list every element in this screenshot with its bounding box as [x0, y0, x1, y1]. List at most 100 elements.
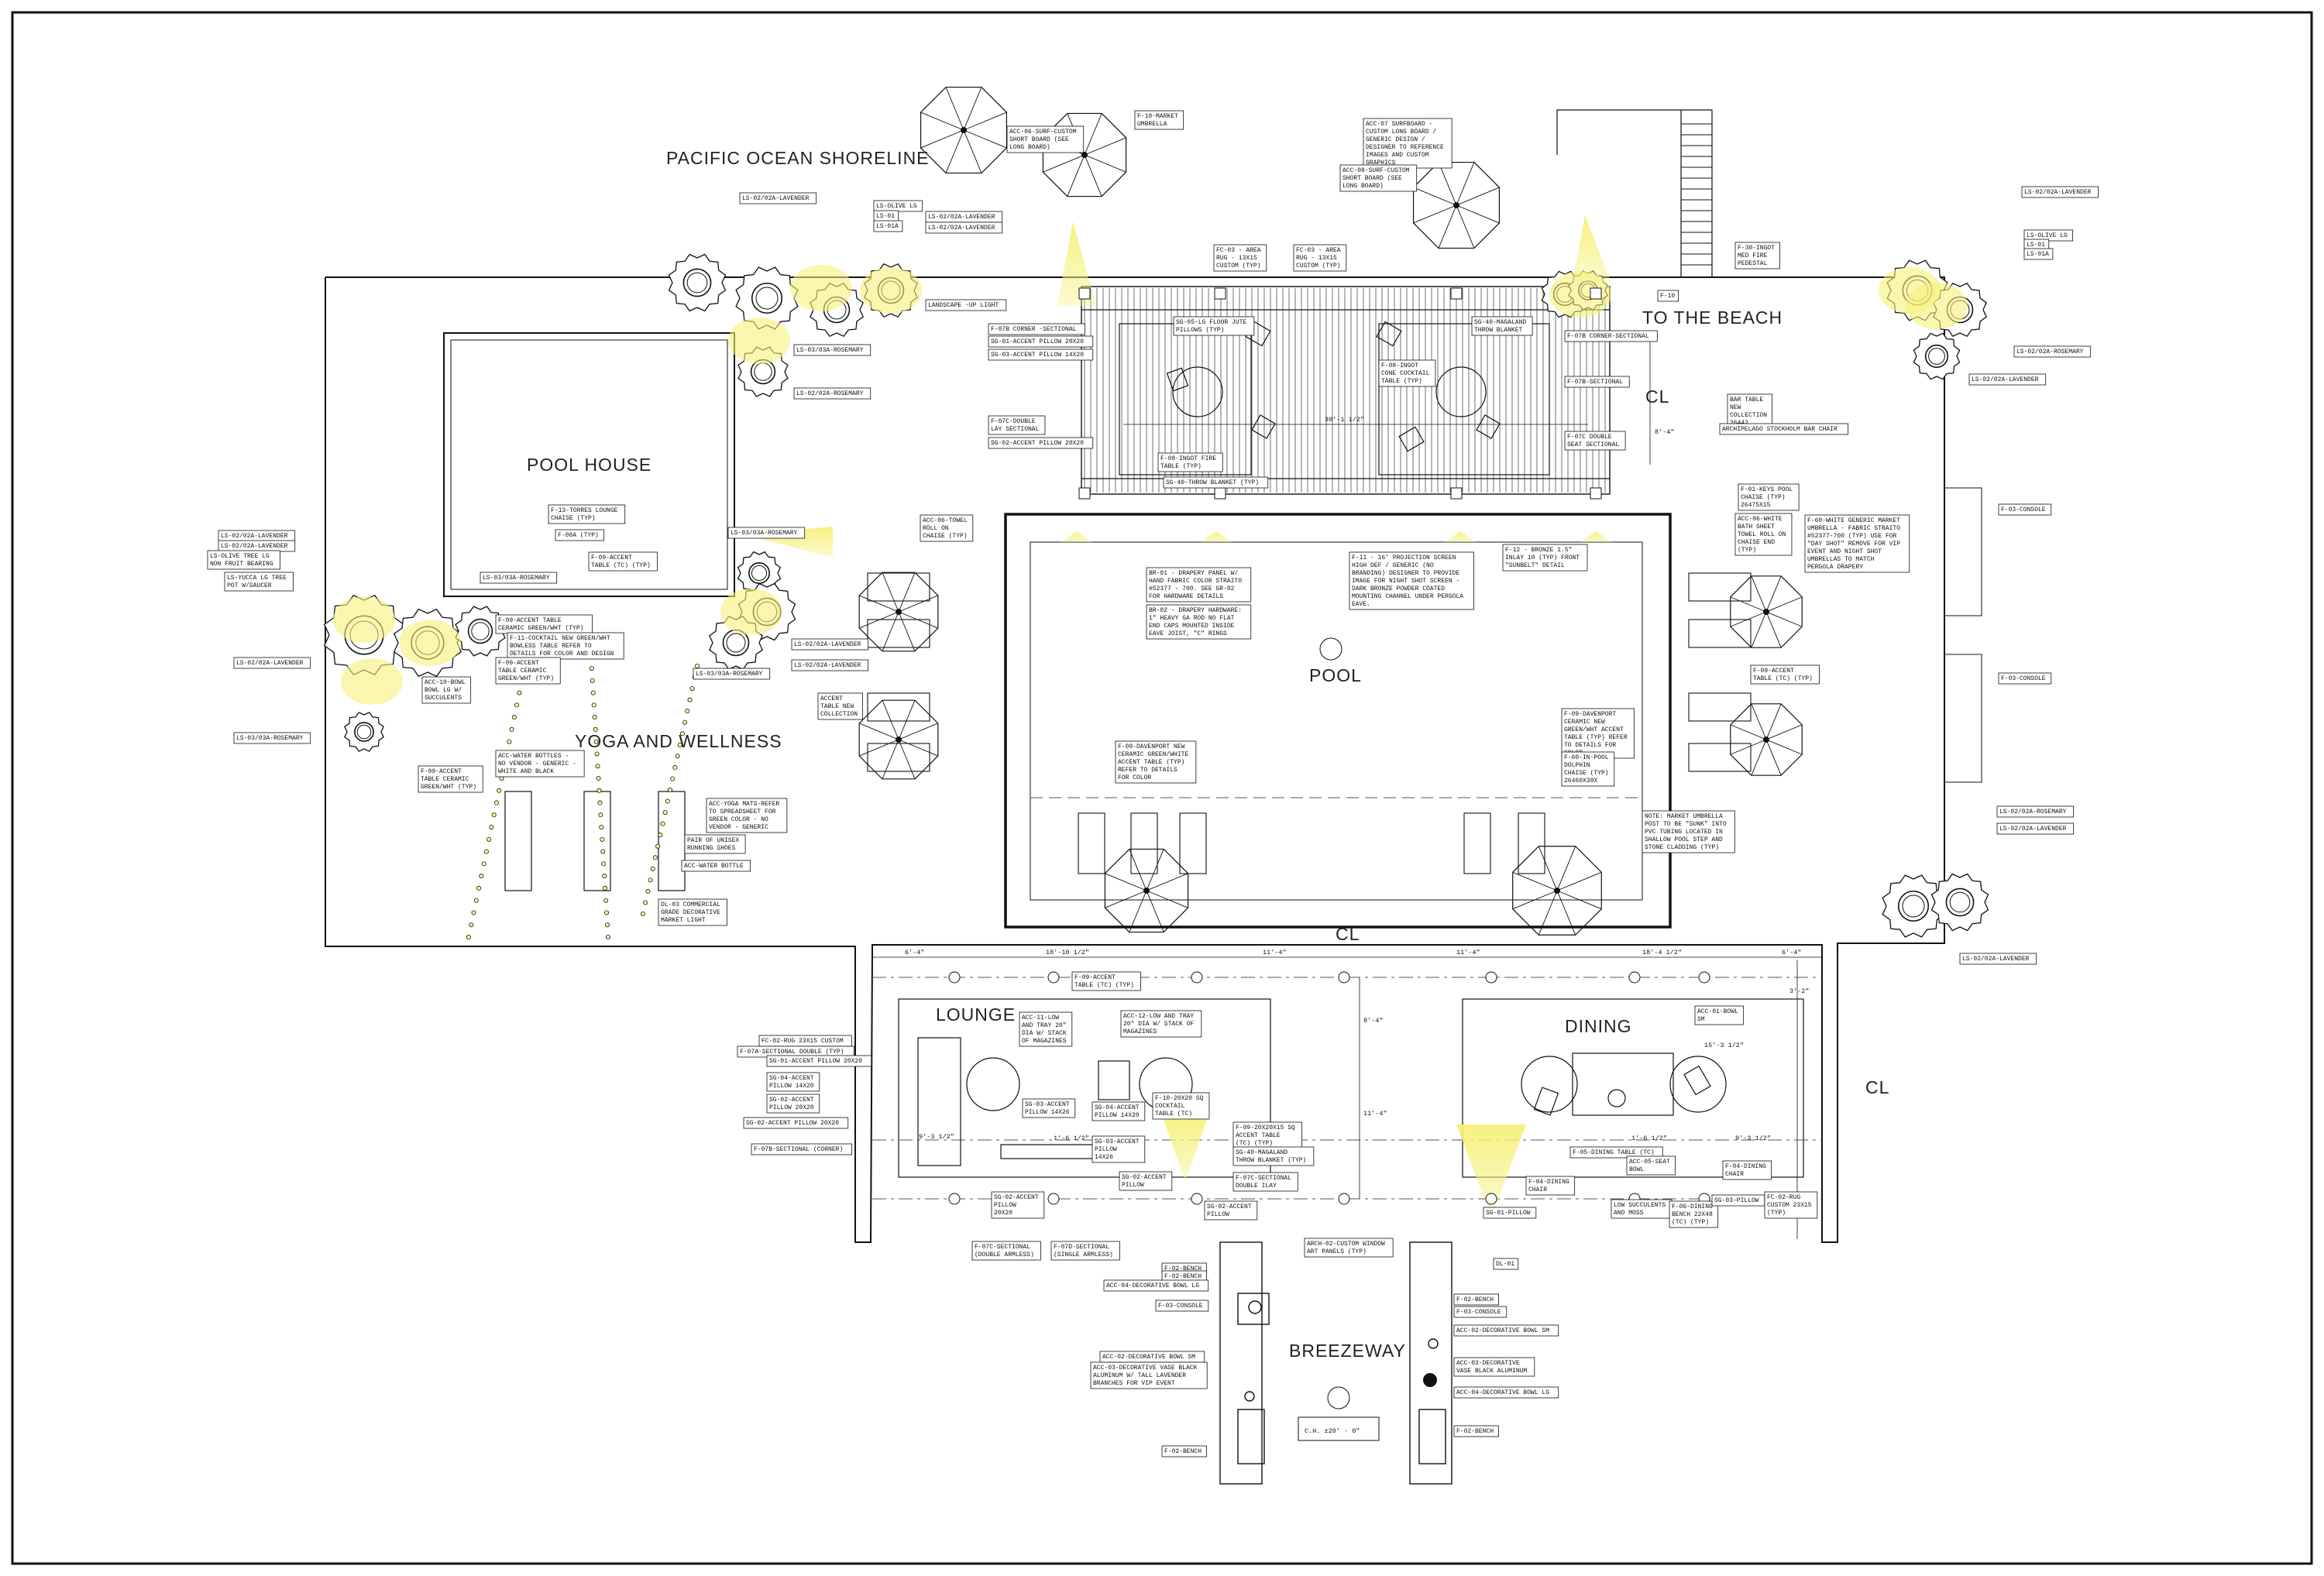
- umbrella: [1730, 575, 1803, 648]
- tag-text: SG-03-PILLOW: [1714, 1197, 1759, 1204]
- column-marker: [1214, 287, 1226, 300]
- dim-v2: 11'-4": [1363, 1110, 1387, 1118]
- market-light-bulb: [507, 739, 512, 744]
- market-light-bulb: [593, 739, 599, 744]
- tag-text: F-07B CORNER -SECTIONAL: [991, 326, 1077, 333]
- tag-bowl_lg2: ACC-04-DECORATIVE BOWL LG: [1453, 1386, 1559, 1399]
- tag-dining_table: F-05-DINING TABLE (TC): [1569, 1146, 1663, 1159]
- tag-text: LS-02/02A-LAVENDER: [928, 214, 995, 221]
- tag-text: LS-02/02A-LAVENDER: [221, 533, 288, 540]
- yoga-label: YOGA AND WELLNESS: [575, 731, 782, 751]
- dim-v1: 8'-4": [1363, 1017, 1384, 1025]
- tag-text: SG-02-ACCENT PILLOW 20X20: [991, 440, 1084, 447]
- tag-dl01: DL-01: [1493, 1258, 1519, 1270]
- market-light-bulb: [672, 764, 678, 770]
- tag-text: LS-02/02A-LAVENDER: [1999, 826, 2067, 833]
- column-marker: [1450, 487, 1463, 500]
- tag-text: SG-02-ACCENT PILLOW 20X20: [746, 1120, 839, 1127]
- grid-bubble: [1338, 971, 1350, 984]
- dim-row-5: 18'-4 1/2": [1642, 949, 1682, 956]
- light-glow: [399, 620, 461, 666]
- tag-ls_rose3: LS-03/03A-ROSEMARY: [480, 572, 558, 584]
- umbrella: [920, 86, 1008, 174]
- ceiling-height-label: C.H. ±20' - 0": [1305, 1427, 1360, 1435]
- market-light-bulb: [591, 702, 596, 708]
- tag-text: LS-02/02A-LAVENDER: [928, 225, 995, 232]
- tag-bronze: F-12 - BRONZE 1.5"INLAY 10 (TYP) FRONT"S…: [1502, 544, 1588, 572]
- tag-consoles2: F-03-CONSOLE: [1998, 672, 2052, 685]
- uplight-beam: [1573, 215, 1611, 283]
- tag-text: F-08A (TYP): [558, 532, 599, 539]
- grid-bubble: [1191, 971, 1203, 984]
- tag-text: DL-01: [1496, 1261, 1514, 1268]
- tag-bench_r2: F-02-BENCH: [1453, 1425, 1499, 1437]
- dim-top-mid: 30'-1 1/2": [1325, 416, 1364, 424]
- tag-ls_rose4: LS-03/03A-ROSEMARY: [727, 527, 806, 539]
- market-light-bulb: [593, 726, 598, 732]
- tag-bench_r1: F-02-BENCH: [1453, 1293, 1499, 1306]
- ceiling-height-box: [1298, 1416, 1380, 1441]
- market-light-bulb: [601, 861, 607, 867]
- tag-ls_left_lav: LS-02/02A-LAVENDER: [739, 192, 817, 204]
- light-glow: [1906, 283, 1968, 329]
- tag-f08a: F-08A (TYP): [555, 529, 605, 541]
- tag-r2_ls_lav2: LS-02/02A-LAVENDER: [1959, 953, 2037, 965]
- tag-text: LS-01: [876, 213, 895, 220]
- light-glow: [860, 267, 922, 314]
- grid-bubble: [1485, 1193, 1497, 1205]
- grid-bubble: [1047, 1193, 1060, 1205]
- tag-ls_olive: LS-OLIVE LG: [873, 200, 923, 212]
- tag-bowl_sm1: ACC-02-DECORATIVE BOWL SM: [1099, 1351, 1205, 1363]
- market-light-bulb: [517, 690, 522, 695]
- sheet-border: [11, 11, 2313, 1565]
- pool-inner: [1030, 541, 1643, 901]
- pool-drain-symbol: [1319, 637, 1342, 661]
- cl-symbol-right: CL: [1865, 1077, 1889, 1097]
- market-light-bulb: [603, 885, 608, 891]
- tag-f10: F-10: [1657, 290, 1679, 302]
- tag-text: LS-03/03A-ROSEMARY: [796, 347, 864, 354]
- vase-symbol: [1423, 1373, 1437, 1387]
- tag-ls_far_lav: LS-02/02A-LAVENDER: [218, 530, 296, 542]
- market-light-bulb: [596, 788, 602, 793]
- tag-text: F-03-CONSOLE: [1158, 1303, 1203, 1310]
- cl-symbol-top: CL: [1645, 386, 1669, 407]
- tag-text: LS-02/02A-LAVENDER: [236, 660, 304, 667]
- market-light-bulb: [643, 900, 648, 905]
- market-light-bulb: [511, 715, 517, 720]
- market-light-bulb: [662, 810, 668, 815]
- tag-text: LS-02/02A-LAVENDER: [1962, 956, 2030, 963]
- market-light-bulb: [590, 690, 596, 695]
- market-light-bulb: [483, 849, 489, 854]
- market-light-bulb: [660, 821, 665, 826]
- tag-drapery2: BR-02 - DRAPERY HARDWARE:1" HEAVY GA ROD…: [1146, 604, 1252, 640]
